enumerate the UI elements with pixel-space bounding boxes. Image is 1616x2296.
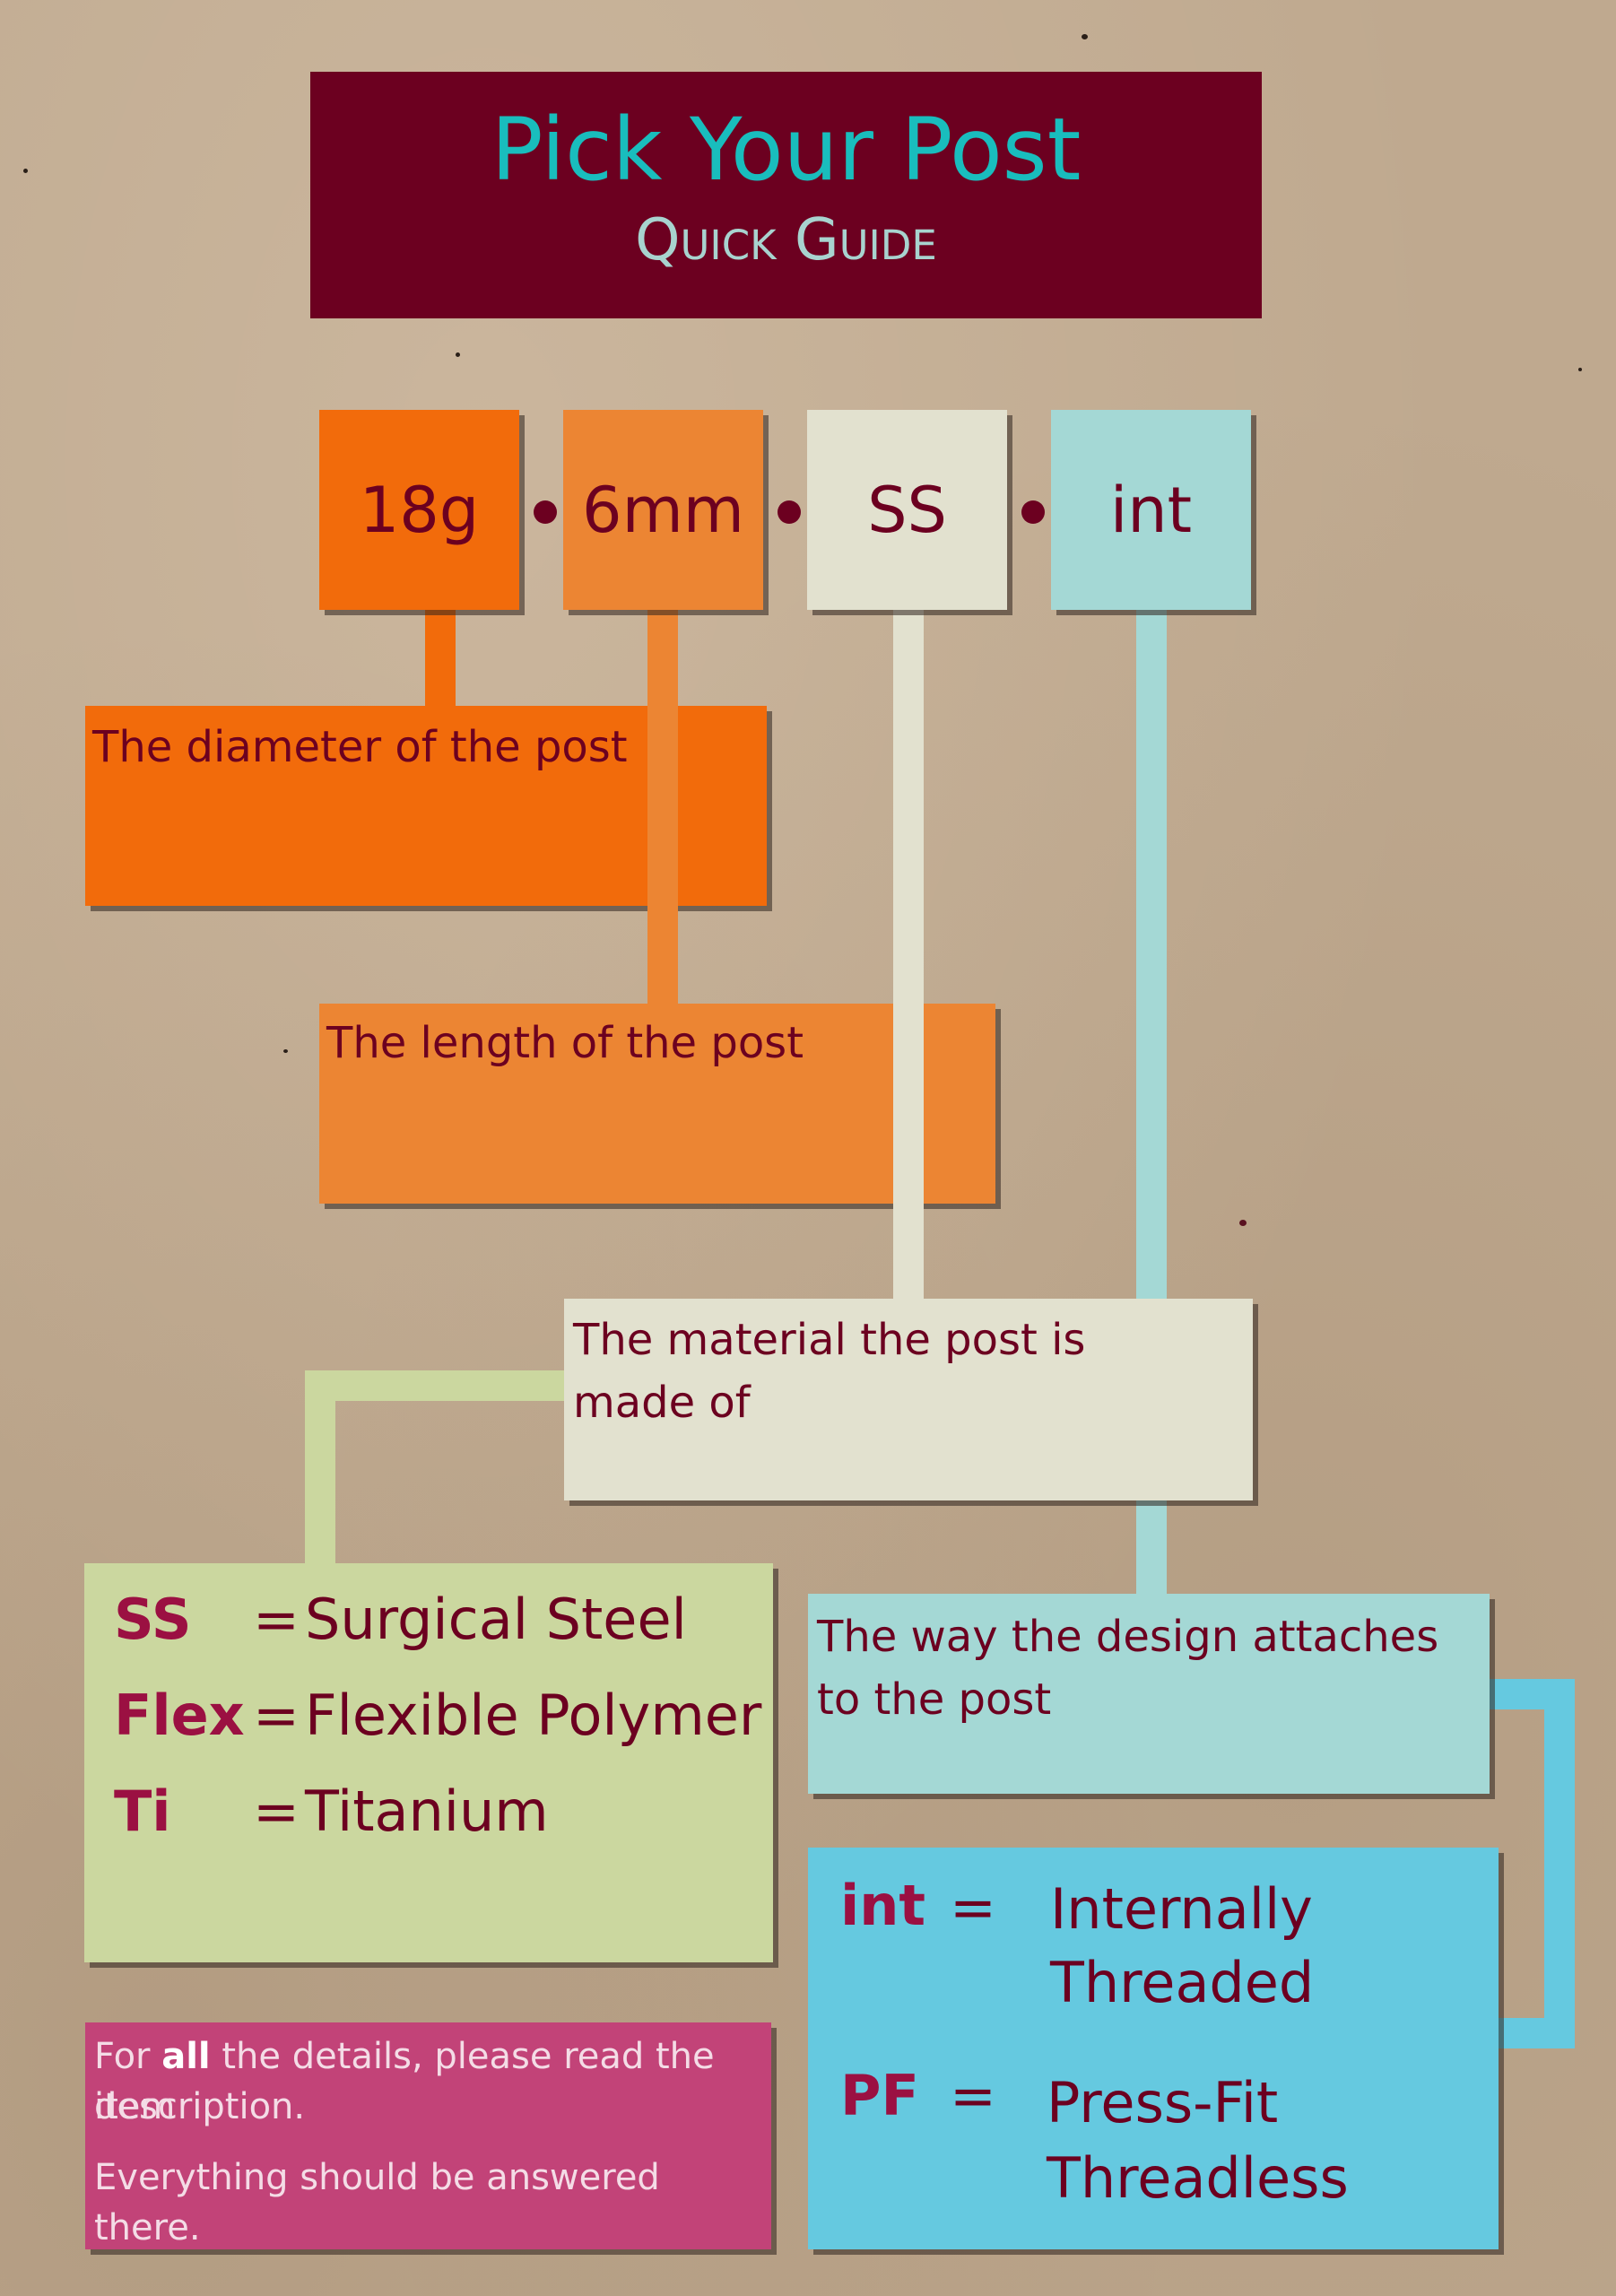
code-threading: int	[1051, 410, 1251, 610]
legend-value: Surgical Steel	[305, 1587, 687, 1652]
legend-code: Ti	[114, 1779, 171, 1844]
code-gauge: 18g	[319, 410, 519, 610]
threading-legend: int = Internally Threaded PF = Press-Fit…	[808, 1848, 1499, 2249]
note-line2: description.	[94, 2086, 306, 2127]
legend-equals: =	[253, 1779, 300, 1844]
legend-equals: =	[950, 2063, 996, 2128]
paper-speck	[23, 169, 28, 173]
separator-dot	[1021, 500, 1045, 524]
connector-length-overlay	[647, 706, 678, 1004]
legend-code: SS	[114, 1587, 192, 1652]
title-banner: Pick Your Post Quick Guide	[310, 72, 1262, 318]
info-note: For all the details, please read the ite…	[85, 2022, 771, 2249]
code-gauge-label: 18g	[359, 473, 480, 547]
separator-dot	[534, 500, 557, 524]
code-length-label: 6mm	[582, 473, 744, 547]
length-text: The length of the post	[326, 1018, 804, 1068]
legend-value-line1: Press-Fit	[1047, 2070, 1279, 2135]
legend-value-line2: Threadless	[1047, 2145, 1349, 2211]
code-threading-label: int	[1109, 473, 1193, 547]
attach-description: The way the design attaches to the post	[808, 1594, 1490, 1794]
legend-value-line1: Internally	[1050, 1876, 1313, 1942]
note-text-bold: all	[161, 2036, 211, 2077]
legend-value: Titanium	[305, 1779, 549, 1844]
legend-equals: =	[253, 1587, 300, 1652]
legend-code: Flex	[114, 1683, 245, 1748]
material-text-line2: made of	[573, 1377, 751, 1428]
attach-text-line1: The way the design attaches	[817, 1612, 1439, 1662]
attach-text-line2: to the post	[817, 1674, 1052, 1725]
material-text-line1: The material the post is	[573, 1315, 1086, 1365]
page-title: Pick Your Post	[491, 100, 1082, 200]
connector-attach-threading-vertical	[1544, 1679, 1575, 2048]
paper-speck	[283, 1049, 288, 1053]
code-length: 6mm	[563, 410, 763, 610]
note-line1: For all the details, please read the ite…	[94, 2031, 771, 2132]
page-subtitle: Quick Guide	[635, 207, 937, 274]
paper-speck	[1239, 1220, 1247, 1226]
legend-equals: =	[253, 1683, 300, 1748]
legend-code: int	[840, 1873, 926, 1938]
legend-value: Flexible Polymer	[305, 1683, 762, 1748]
paper-speck	[1578, 368, 1582, 371]
materials-legend: SS = Surgical Steel Flex = Flexible Poly…	[84, 1563, 773, 1962]
connector-material-legend-vertical	[305, 1370, 335, 1563]
connector-gauge	[425, 610, 456, 713]
note-text-post: the details, please read the item	[94, 2036, 715, 2127]
separator-dot	[778, 500, 801, 524]
connector-material-overlay	[893, 1004, 924, 1300]
paper-speck	[1082, 34, 1088, 39]
note-line3: Everything should be answered there.	[94, 2157, 660, 2248]
material-description: The material the post is made of	[564, 1299, 1253, 1500]
connector-material-legend-horizontal	[305, 1370, 565, 1401]
paper-speck	[456, 352, 460, 357]
note-text-pre: For	[94, 2036, 162, 2077]
diameter-text: The diameter of the post	[92, 722, 628, 772]
connector-attach-threading-bottom	[1489, 2018, 1575, 2048]
legend-equals: =	[950, 1874, 996, 1940]
legend-value-line2: Threaded	[1050, 1950, 1315, 2015]
length-description: The length of the post	[319, 1004, 995, 1204]
code-material-label: SS	[867, 473, 947, 547]
code-material: SS	[807, 410, 1007, 610]
legend-code: PF	[840, 2063, 919, 2128]
